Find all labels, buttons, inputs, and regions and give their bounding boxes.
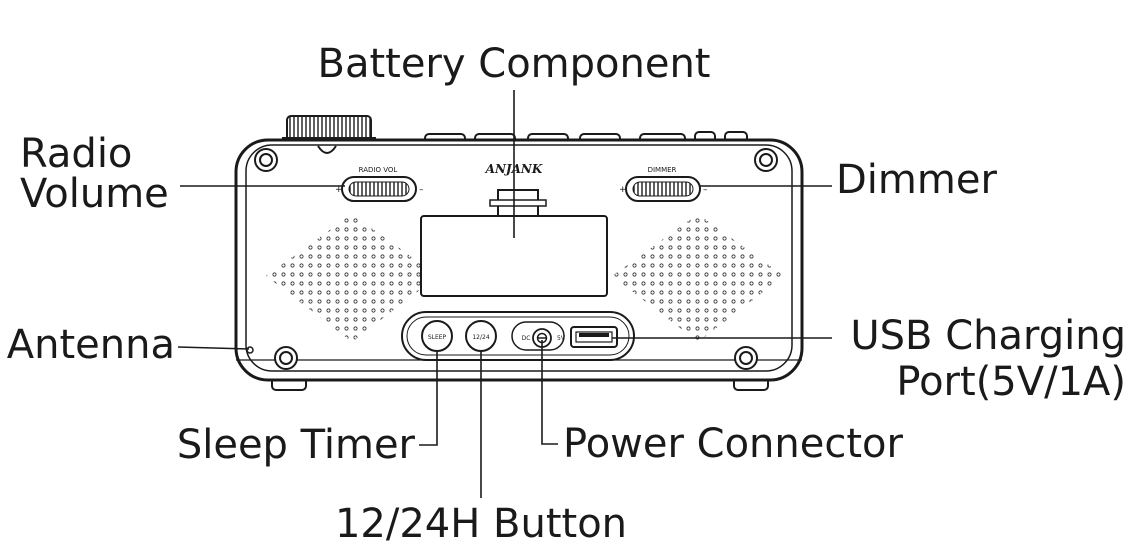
callout-sleep-timer: Sleep Timer — [176, 422, 415, 468]
callout-power-connector: Power Connector — [563, 421, 903, 467]
speaker-grill-left — [266, 214, 438, 342]
radio-vol-plus: + — [335, 185, 343, 195]
radio-vol-label: RADIO VOL — [359, 166, 398, 174]
radio-volume-wheel[interactable]: RADIO VOL + – — [335, 166, 424, 202]
sleep-button[interactable]: SLEEP — [421, 320, 453, 352]
callout-battery-component: Battery Component — [317, 41, 711, 87]
callout-radio-volume: Radio Volume — [0, 134, 178, 214]
dimmer-wheel[interactable]: DIMMER + – — [619, 166, 708, 202]
radio-vol-minus: – — [419, 185, 424, 195]
dimmer-plus: + — [619, 185, 627, 195]
five-v-label: 5V — [557, 335, 566, 342]
twelve-24-button-label: 12/24 — [472, 334, 489, 341]
callout-usb-line1: USB Charging — [850, 313, 1126, 359]
callout-antenna: Antenna — [6, 322, 175, 368]
dimmer-label: DIMMER — [648, 166, 677, 174]
callout-radio-volume-line2: Volume — [20, 171, 169, 217]
dimmer-minus: – — [703, 185, 708, 195]
callout-usb-line2: Port(5V/1A) — [896, 359, 1126, 405]
device-body-inner — [245, 144, 793, 372]
callout-12-24h-button: 12/24H Button — [334, 501, 628, 547]
sleep-button-label: SLEEP — [428, 334, 447, 341]
screws — [254, 148, 778, 370]
callout-usb-charging-port: USB Charging Port(5V/1A) — [800, 316, 1126, 402]
callout-dimmer: Dimmer — [836, 157, 997, 203]
usb-port[interactable] — [570, 326, 618, 348]
dc-label: DC — [522, 335, 531, 342]
battery-component[interactable] — [420, 189, 608, 297]
speaker-grill-right — [612, 214, 784, 342]
antenna-point — [246, 346, 254, 354]
callout-radio-volume-line1: Radio — [20, 131, 133, 177]
twelve-24-button[interactable]: 12/24 — [465, 320, 497, 352]
leader-lines — [177, 90, 832, 498]
